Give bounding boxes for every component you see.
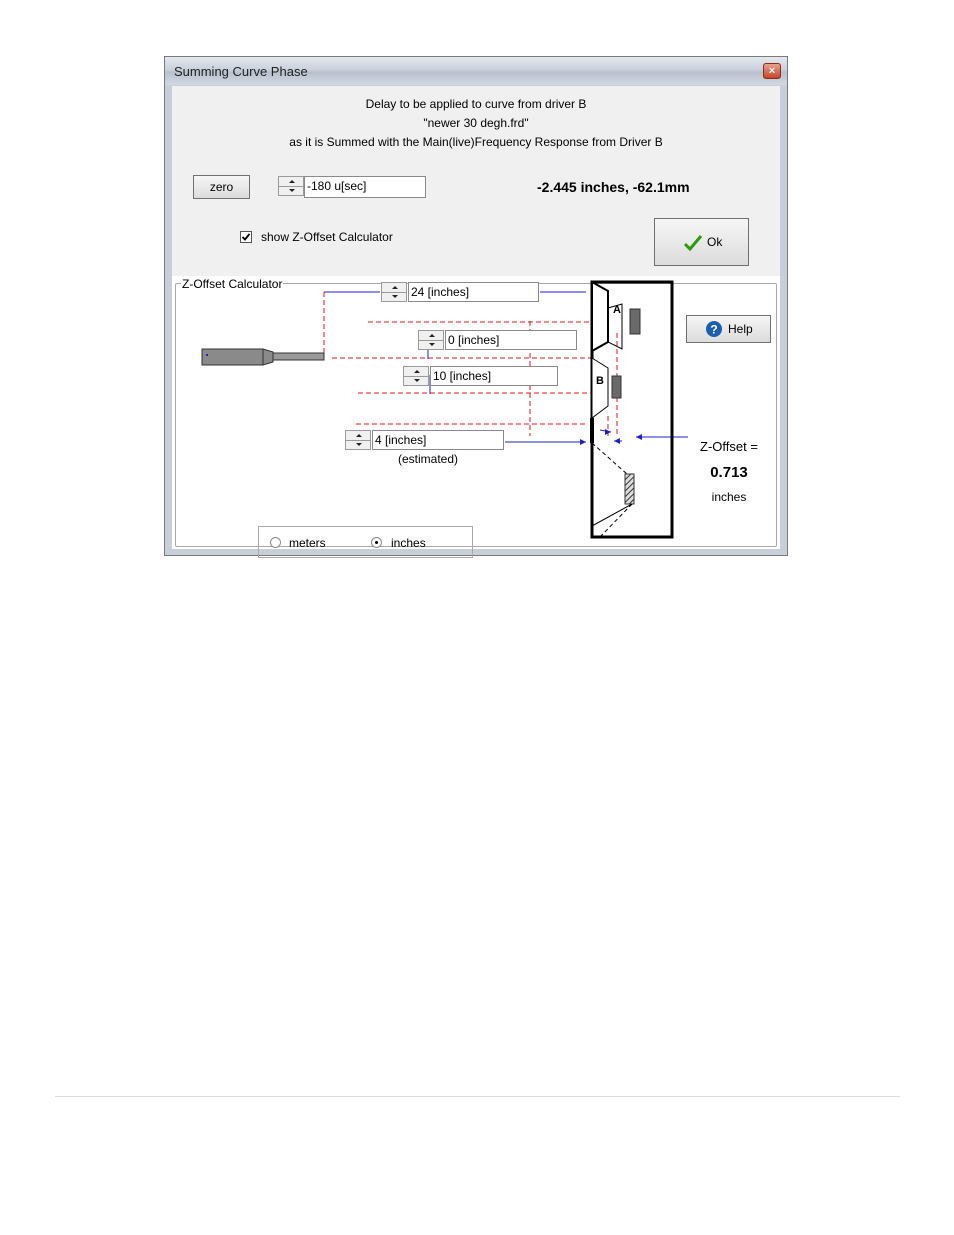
speaker-cabinet-icon [590, 280, 674, 539]
delay-readout: -2.445 inches, -62.1mm [537, 179, 690, 195]
dialog-client-area: Delay to be applied to curve from driver… [172, 86, 780, 558]
meters-radio[interactable] [270, 537, 281, 548]
checkmark-icon [683, 235, 703, 252]
units-radio-group: meters inches [258, 526, 473, 558]
depth-input[interactable]: 4 [inches] [372, 430, 504, 450]
depth-spinner[interactable] [345, 430, 371, 450]
spin-up-icon[interactable] [356, 434, 362, 437]
delay-input[interactable]: -180 u[sec] [304, 176, 426, 198]
close-button[interactable]: × [763, 63, 781, 79]
spin-down-icon[interactable] [414, 379, 420, 382]
spin-down-icon[interactable] [392, 295, 398, 298]
spin-down-icon[interactable] [429, 343, 435, 346]
spin-up-icon[interactable] [414, 370, 420, 373]
ok-label: Ok [707, 235, 723, 249]
z-offset-label: Z-Offset = [700, 439, 758, 454]
meters-label[interactable]: meters [289, 536, 326, 550]
driver-a-label: A [613, 304, 621, 316]
arrowheads [580, 429, 642, 445]
help-label: Help [728, 322, 753, 336]
offset-a-input[interactable]: 0 [inches] [445, 330, 577, 350]
z-offset-checkbox[interactable] [240, 231, 252, 243]
spin-up-icon[interactable] [289, 180, 295, 183]
help-button[interactable]: ? Help [686, 315, 771, 343]
page-divider [55, 1096, 900, 1097]
help-icon: ? [706, 321, 722, 337]
distance-spinner[interactable] [381, 282, 407, 302]
description-line-2: "newer 30 degh.frd" [423, 116, 529, 130]
offset-b-input[interactable]: 10 [inches] [430, 366, 558, 386]
spin-down-icon[interactable] [289, 189, 295, 192]
spin-up-icon[interactable] [429, 334, 435, 337]
delay-panel: Delay to be applied to curve from driver… [172, 86, 780, 276]
delay-spinner[interactable] [278, 176, 304, 196]
dimension-lines [324, 291, 688, 443]
spin-down-icon[interactable] [356, 443, 362, 446]
z-offset-checkbox-label[interactable]: show Z-Offset Calculator [261, 230, 393, 244]
description-line-1: Delay to be applied to curve from driver… [365, 97, 587, 111]
depth-note: (estimated) [398, 452, 459, 466]
description-line-3: as it is Summed with the Main(live)Frequ… [289, 135, 663, 149]
offset-a-spinner[interactable] [418, 330, 444, 350]
inches-radio[interactable] [371, 537, 382, 548]
ok-button[interactable]: Ok [654, 218, 749, 266]
offset-b-spinner[interactable] [403, 366, 429, 386]
distance-input[interactable]: 24 [inches] [408, 282, 539, 302]
z-offset-value: 0.713 [710, 464, 748, 481]
spin-up-icon[interactable] [392, 286, 398, 289]
title-bar[interactable]: Summing Curve Phase × [165, 57, 787, 85]
driver-b-label: B [596, 375, 604, 387]
zero-button[interactable]: zero [193, 175, 250, 199]
microphone-icon [201, 348, 325, 366]
summing-curve-phase-dialog: Summing Curve Phase × Delay to be applie… [164, 56, 788, 558]
inches-label[interactable]: inches [391, 536, 426, 550]
guide-lines [323, 292, 618, 436]
window-title: Summing Curve Phase [174, 64, 308, 79]
group-label: Z-Offset Calculator [181, 277, 284, 291]
svg-text:?: ? [710, 323, 717, 337]
z-offset-unit: inches [711, 490, 747, 504]
checkmark-icon [241, 233, 251, 241]
